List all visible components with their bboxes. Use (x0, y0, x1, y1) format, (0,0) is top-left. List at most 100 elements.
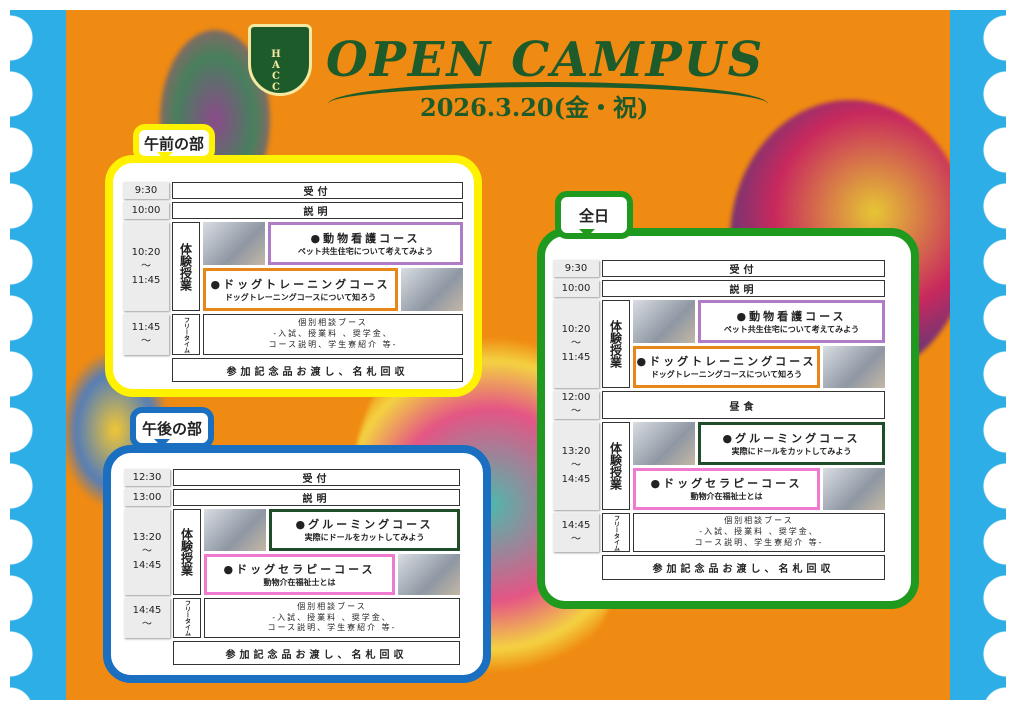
course-row: ●ドッグセラピーコース動物介在福祉士とは (204, 553, 460, 595)
time-text: 9:30 (134, 184, 158, 196)
time-slot: 10:00 (123, 202, 169, 219)
consultation-text: コース説明、学生寮紹介 等- (694, 537, 824, 547)
time-text: 10:00 (131, 204, 161, 216)
course-photo (823, 345, 885, 388)
course-box[interactable]: ●ドッグトレーニングコースドッグトレーニングコースについて知ろう (633, 345, 820, 388)
tab-allday: 全日 (555, 191, 633, 239)
consultation-booth: 個別相談ブース-入試、授業料 、奨学金、コース説明、学生寮紹介 等- (633, 513, 885, 552)
row-bottom: 参加記念品お渡し、名札回収 (123, 358, 463, 382)
time-text: 14:45 (561, 519, 591, 531)
course-box[interactable]: ●ドッグセラピーコース動物介在福祉士とは (204, 553, 395, 595)
time-text: 11:45 (131, 321, 161, 333)
course-name: ●ドッグセラピーコース (650, 477, 803, 491)
course-name: ●ドッグトレーニングコース (636, 355, 817, 369)
free-time-label: フリータイム (172, 314, 200, 355)
consultation-text: 個別相談ブース (297, 601, 367, 611)
course-photo (204, 509, 266, 551)
time-text: 10:20 (131, 246, 161, 258)
course-list: ●グルーミングコース実際にドールをカットしてみよう●ドッグセラピーコース動物介在… (204, 509, 460, 595)
course-description: 実際にドールをカットしてみよう (731, 446, 852, 456)
time-text: 13:20 (132, 532, 162, 543)
time-text: 〜 (571, 460, 581, 471)
course-box[interactable]: ●グルーミングコース実際にドールをカットしてみよう (698, 422, 885, 465)
consultation-text: 個別相談ブース (724, 516, 794, 526)
course-box[interactable]: ●動物看護コースペット共生住宅について考えてみよう (698, 300, 885, 343)
time-text: 〜 (141, 335, 151, 347)
time-text: 〜 (142, 619, 152, 630)
time-slot: 12:00〜 (553, 391, 599, 419)
course-name: ●ドッグセラピーコース (223, 562, 376, 576)
time-slot: 13:20〜14:45 (124, 509, 170, 595)
course-name: ●ドッグトレーニングコース (210, 278, 391, 291)
course-description: 動物介在福祉士とは (690, 492, 763, 502)
time-slot: 9:30 (123, 182, 169, 199)
course-description: ペット共生住宅について考えてみよう (297, 247, 434, 256)
consultation-text: コース説明、学生寮紹介 等- (268, 339, 398, 349)
school-logo: HACC (248, 24, 312, 96)
time-text: 〜 (141, 260, 151, 272)
course-photo (401, 268, 463, 311)
trial-class-label: 体験授業 (172, 222, 200, 311)
time-text: 13:20 (561, 446, 591, 457)
time-slot: 9:30 (553, 260, 599, 277)
course-description: ドッグトレーニングコースについて知ろう (650, 370, 803, 380)
course-box[interactable]: ●動物看護コースペット共生住宅について考えてみよう (268, 222, 463, 265)
course-row: ●動物看護コースペット共生住宅について考えてみよう (633, 300, 885, 343)
trial-class-label: 体験授業 (602, 422, 630, 510)
schedule-item: 参加記念品お渡し、名札回収 (173, 641, 460, 665)
course-photo (398, 553, 460, 595)
time-slot: 10:20 〜 11:45 (123, 222, 169, 311)
trial-class-label: 体験授業 (602, 300, 630, 388)
course-description: 動物介在福祉士とは (263, 577, 336, 587)
consultation-booth: 個別相談ブース-入試、授業料 、奨学金、コース説明、学生寮紹介 等- (204, 598, 460, 638)
time-text: 〜 (571, 338, 581, 349)
row-bottom: 参加記念品お渡し、名札回収 (553, 555, 885, 580)
row-free: 14:45〜フリータイム個別相談ブース-入試、授業料 、奨学金、コース説明、学生… (124, 598, 460, 638)
schedule-item: 受付 (602, 260, 885, 277)
time-text: 11:45 (561, 352, 591, 363)
row-lunch: 12:00〜昼食 (553, 391, 885, 419)
course-box[interactable]: ●ドッグトレーニングコースドッグトレーニングコースについて知ろう (203, 268, 398, 311)
course-box[interactable]: ●グルーミングコース実際にドールをカットしてみよう (269, 509, 460, 551)
time-slot: 10:00 (553, 280, 599, 297)
consultation-text: -入試、授業料 、奨学金、 (273, 329, 393, 339)
time-slot: 13:00 (124, 489, 170, 506)
time-slot (123, 358, 169, 382)
course-list: ●動物看護コースペット共生住宅について考えてみよう●ドッグトレーニングコースドッ… (203, 222, 463, 311)
course-row: ●グルーミングコース実際にドールをカットしてみよう (633, 422, 885, 465)
course-photo (633, 300, 695, 343)
course-photo (203, 222, 265, 265)
time-text: 10:00 (561, 282, 591, 294)
schedule-item: 昼食 (602, 391, 885, 419)
course-box[interactable]: ●ドッグセラピーコース動物介在福祉士とは (633, 467, 820, 510)
page-title: OPEN CAMPUS (326, 32, 765, 88)
time-text: 14:45 (132, 560, 162, 571)
time-text: 11:45 (131, 274, 161, 286)
course-list: ●動物看護コースペット共生住宅について考えてみよう●ドッグトレーニングコースドッ… (633, 300, 885, 388)
time-slot: 12:30 (124, 469, 170, 486)
course-photo (823, 467, 885, 510)
course-row: ●ドッグセラピーコース動物介在福祉士とは (633, 467, 885, 510)
tab-morning: 午前の部 (133, 124, 215, 162)
consultation-text: 個別相談ブース (298, 318, 368, 328)
time-slot (553, 555, 599, 580)
row-free: 14:45〜フリータイム個別相談ブース-入試、授業料 、奨学金、コース説明、学生… (553, 513, 885, 552)
course-name: ●動物看護コース (736, 309, 847, 323)
row-bottom: 参加記念品お渡し、名札回収 (124, 641, 460, 665)
wave-border-left (10, 10, 66, 700)
consultation-text: コース説明、学生寮紹介 等- (267, 623, 397, 633)
schedule-item: 参加記念品お渡し、名札回収 (602, 555, 885, 580)
course-description: ドッグトレーニングコースについて知ろう (224, 293, 377, 302)
